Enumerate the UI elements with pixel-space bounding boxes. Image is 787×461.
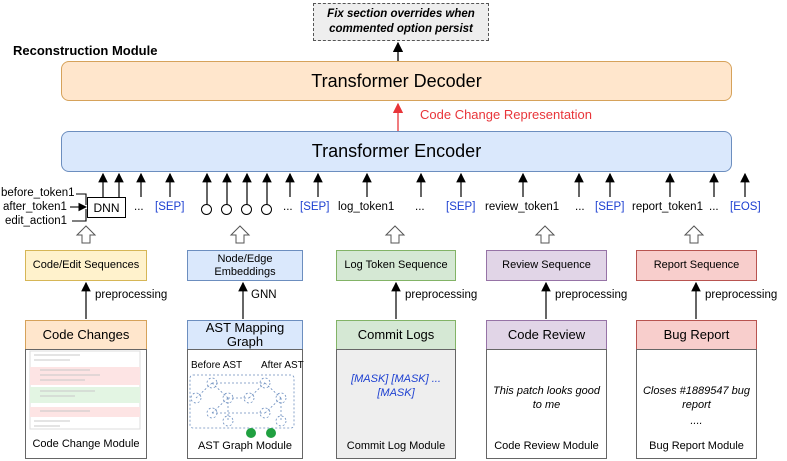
token-ellipsis: ... — [575, 201, 585, 213]
output-commit-message-text: Fix section overrides when commented opt… — [327, 8, 475, 35]
bug-report-text: Closes #1889547 bug report — [642, 385, 751, 411]
gnn-label: GNN — [251, 289, 277, 301]
token-ellipsis: ... — [283, 201, 293, 213]
representation-label: Code Change Representation — [420, 107, 593, 122]
code-review-module-header: Code Review — [486, 320, 607, 350]
transformer-encoder-label: Transformer Encoder — [311, 141, 482, 161]
ast-graph-sketch — [189, 374, 295, 429]
hollow-arrows — [75, 225, 705, 244]
dnn-input-arrows — [70, 193, 88, 222]
code-diff-thumbnail — [29, 350, 141, 430]
token-ellipsis: ... — [709, 201, 719, 213]
review-token-label: review_token1 — [485, 201, 560, 213]
code-sequence-box: Code/Edit Sequences — [25, 250, 147, 281]
code-review-module-body — [486, 349, 607, 459]
ast-module-body — [187, 349, 303, 459]
code-review-footer: Code Review Module — [494, 440, 599, 452]
preprocessing-label: preprocessing — [555, 289, 628, 301]
code-changes-footer: Code Change Module — [32, 438, 140, 450]
code-changes-module-header: Code Changes — [25, 320, 147, 350]
node-embedding-circle — [201, 204, 212, 215]
bug-report-title: Bug Report — [663, 327, 730, 342]
ast-footer: AST Graph Module — [198, 440, 292, 452]
ast-embedding-label: Node/Edge Embeddings — [214, 252, 276, 278]
edit-action-label: edit_action1 — [5, 215, 68, 227]
node-embedding-circle — [221, 204, 232, 215]
preprocessing-label: preprocessing — [405, 289, 478, 301]
preprocessing-label: preprocessing — [95, 289, 168, 301]
code-review-title: Code Review — [507, 327, 586, 342]
bug-report-module-body — [636, 349, 757, 459]
bug-report-ellipsis: .... — [690, 415, 703, 427]
log-sequence-label: Log Token Sequence — [344, 259, 448, 271]
commit-logs-title: Commit Logs — [357, 327, 435, 342]
transformer-encoder: Transformer Encoder — [61, 131, 732, 172]
preprocessing-arrows — [81, 281, 701, 319]
review-sequence-label: Review Sequence — [502, 259, 591, 271]
bug-report-module-header: Bug Report — [636, 320, 757, 350]
commit-log-mask-text: [MASK] [MASK] ... [MASK] — [351, 373, 441, 399]
code-sequence-label: Code/Edit Sequences — [32, 259, 140, 271]
before-token-label: before_token1 — [1, 187, 75, 199]
review-sequence-box: Review Sequence — [486, 250, 607, 281]
after-ast-label: After AST — [261, 360, 304, 371]
section-title: Reconstruction Module — [13, 43, 158, 58]
log-token-label: log_token1 — [338, 201, 395, 213]
transformer-decoder: Transformer Decoder — [61, 61, 732, 101]
commit-logs-module-header: Commit Logs — [336, 320, 456, 350]
code-changes-module-body — [25, 349, 147, 459]
log-sequence-box: Log Token Sequence — [336, 250, 456, 281]
token-sep: [SEP] — [446, 201, 476, 213]
ast-node-dot — [266, 428, 276, 438]
preprocessing-label: preprocessing — [705, 289, 778, 301]
output-commit-message: Fix section overrides when commented opt… — [313, 3, 489, 41]
dnn-label: DNN — [93, 200, 120, 215]
ast-title: AST Mapping Graph — [205, 320, 285, 349]
code-changes-title: Code Changes — [42, 327, 130, 342]
token-sep: [SEP] — [595, 201, 625, 213]
token-ellipsis: ... — [415, 201, 425, 213]
ast-embedding-box: Node/Edge Embeddings — [187, 250, 303, 281]
token-sep: [SEP] — [155, 201, 185, 213]
after-token-label: after_token1 — [3, 201, 67, 213]
report-sequence-box: Report Sequence — [636, 250, 757, 281]
code-review-text: This patch looks good to me — [492, 385, 600, 411]
token-eos: [EOS] — [730, 201, 761, 213]
bug-report-footer: Bug Report Module — [649, 440, 744, 452]
report-token-label: report_token1 — [632, 201, 703, 213]
commit-logs-module-body — [336, 349, 456, 459]
token-arrows — [98, 172, 750, 204]
node-embedding-circle — [261, 204, 272, 215]
token-ellipsis: ... — [134, 201, 144, 213]
token-sep: [SEP] — [300, 201, 330, 213]
before-ast-label: Before AST — [191, 360, 243, 371]
report-sequence-label: Report Sequence — [653, 259, 740, 271]
ast-module-header: AST Mapping Graph — [187, 320, 303, 350]
dnn-box: DNN — [87, 197, 126, 218]
node-embedding-circle — [241, 204, 252, 215]
ast-node-dot — [246, 428, 256, 438]
commit-logs-footer: Commit Log Module — [346, 440, 446, 452]
transformer-decoder-label: Transformer Decoder — [311, 70, 482, 91]
